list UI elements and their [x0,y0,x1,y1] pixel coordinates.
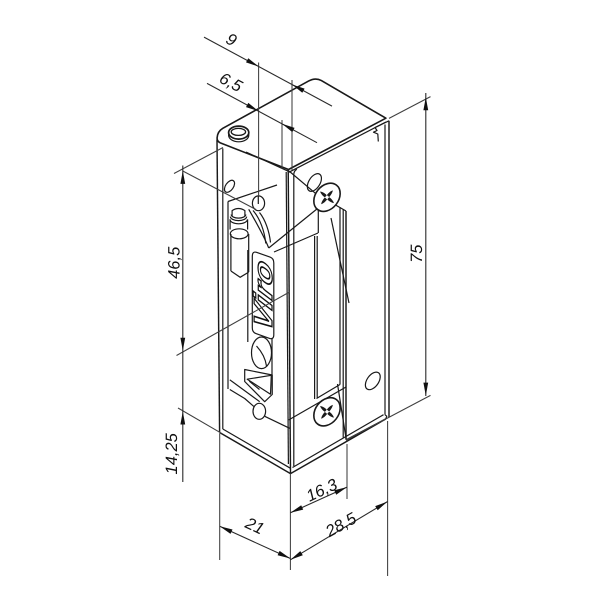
svg-text:14,25: 14,25 [163,432,181,474]
svg-text:46,5: 46,5 [166,246,184,279]
svg-text:Viro: Viro [248,253,278,336]
svg-text:75: 75 [408,244,426,263]
